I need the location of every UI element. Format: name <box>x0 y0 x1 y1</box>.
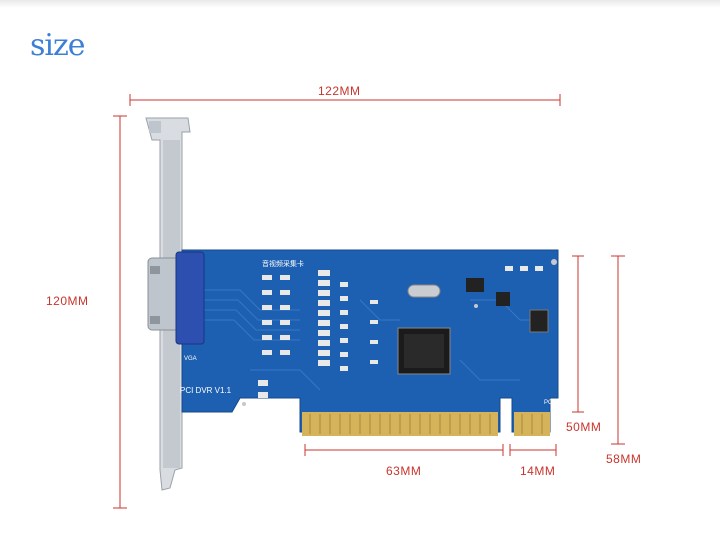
board-chinese-title: 音视频采集卡 <box>262 259 304 268</box>
dimension-width-total: 122MM <box>318 84 361 98</box>
board-pci-label: PCI <box>544 400 554 406</box>
dimension-board-height: 50MM <box>566 420 602 434</box>
dimension-height-total: 120MM <box>46 294 89 308</box>
board-port-label: VGA <box>184 356 197 362</box>
dimension-connector-main: 63MM <box>386 464 422 478</box>
dimension-lines <box>113 94 625 509</box>
gold-fingers <box>302 412 550 436</box>
dimension-connector-short: 14MM <box>520 464 556 478</box>
pcb-board: 音视频采集卡 PCI DVR V1.1 VGA PCI <box>180 249 559 433</box>
top-shadow-bar <box>0 0 720 8</box>
board-model-text: PCI DVR V1.1 <box>180 386 232 395</box>
vga-connector <box>147 251 205 345</box>
page-heading: size <box>30 28 86 63</box>
dimension-bracket-height: 58MM <box>606 452 642 466</box>
